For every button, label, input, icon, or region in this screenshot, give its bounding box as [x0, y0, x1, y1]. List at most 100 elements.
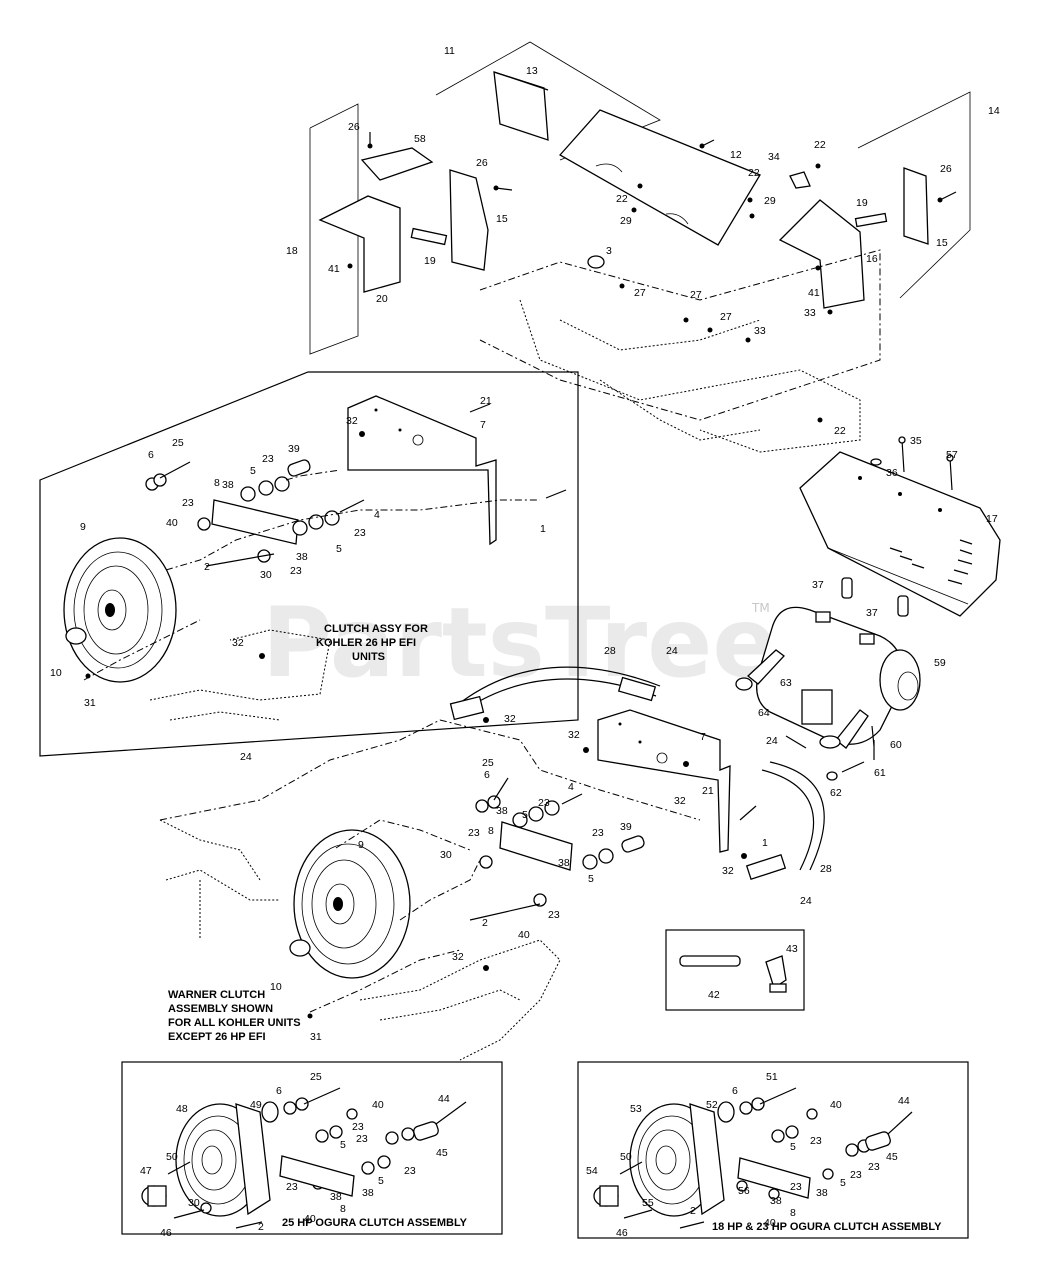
- callout-45: 45: [436, 1147, 448, 1159]
- callout-37: 37: [866, 607, 878, 619]
- callout-23: 23: [262, 453, 274, 465]
- part-17-heat-shield: [799, 451, 1001, 617]
- callout-24: 24: [800, 895, 812, 907]
- part-3-knob: [587, 255, 605, 269]
- callout-22: 22: [616, 193, 628, 205]
- callout-50: 50: [166, 1151, 178, 1163]
- part-42-hose: [679, 955, 741, 967]
- callout-23: 23: [182, 497, 194, 509]
- callout-30: 30: [260, 569, 272, 581]
- callout-61: 61: [874, 767, 886, 779]
- callout-19: 19: [424, 255, 436, 267]
- callout-6: 6: [732, 1085, 738, 1097]
- top-assembly: 11 13 26 12 22 34 14 58 26 22 29 22 29 1…: [286, 41, 1000, 453]
- part-17-vents: [889, 539, 973, 585]
- callout-32: 32: [722, 865, 734, 877]
- warner-caption-line-2: ASSEMBLY SHOWN: [168, 1003, 273, 1015]
- kit-box: [665, 929, 805, 1011]
- watermark-text: PartsTree: [262, 587, 777, 699]
- callout-23: 23: [868, 1161, 880, 1173]
- callout-1: 1: [540, 523, 546, 535]
- callout-38: 38: [330, 1191, 342, 1203]
- part-28-strap-top: [455, 666, 661, 707]
- callout-38: 38: [770, 1195, 782, 1207]
- part-43-elbow: [765, 955, 787, 990]
- callout-32: 32: [232, 637, 244, 649]
- callout-41: 41: [808, 287, 820, 299]
- part-8-arm: [499, 821, 573, 871]
- callout-53: 53: [630, 1103, 642, 1115]
- ogura18-caption: 18 HP & 23 HP OGURA CLUTCH ASSEMBLY: [712, 1221, 942, 1233]
- efi-box-outline: [39, 371, 579, 757]
- callout-46: 46: [160, 1227, 172, 1239]
- callout-40: 40: [304, 1213, 316, 1225]
- efi-caption-line-3: UNITS: [352, 651, 385, 663]
- part-7-plate: [597, 709, 731, 853]
- callout-22: 22: [814, 139, 826, 151]
- callout-40: 40: [166, 517, 178, 529]
- callout-45: 45: [886, 1151, 898, 1163]
- callout-46: 46: [616, 1227, 628, 1239]
- callout-23: 23: [592, 827, 604, 839]
- callout-59: 59: [934, 657, 946, 669]
- callout-16: 16: [866, 253, 878, 265]
- callout-41: 41: [328, 263, 340, 275]
- efi-callouts: 21 32 7 6 25 23 39 5 38 8 4 23 40 5 23 3…: [50, 395, 546, 709]
- callout-21: 21: [480, 395, 492, 407]
- ogura25-box-outline: [121, 1061, 503, 1235]
- callout-35: 35: [910, 435, 922, 447]
- main-assembly: 35 57 36 17 37 37 59 28 24 63 64 32 32 7…: [159, 435, 1001, 1061]
- callout-2: 2: [258, 1221, 264, 1233]
- callout-23: 23: [468, 827, 480, 839]
- efi-part-7-plate: [347, 395, 497, 546]
- callout-38: 38: [296, 551, 308, 563]
- callout-1: 1: [762, 837, 768, 849]
- callout-30: 30: [440, 849, 452, 861]
- callout-13: 13: [526, 65, 538, 77]
- callout-25: 25: [310, 1071, 322, 1083]
- callout-23: 23: [290, 565, 302, 577]
- callout-63: 63: [780, 677, 792, 689]
- callout-40: 40: [372, 1099, 384, 1111]
- callout-5: 5: [840, 1177, 846, 1189]
- part-15-right-plate: [903, 167, 929, 245]
- warner-caption-line-1: WARNER CLUTCH: [168, 989, 265, 1001]
- ogura18-callouts: 51 53 52 6 40 44 54 50 23 5 23 45 23 38 …: [586, 1071, 910, 1239]
- callout-15: 15: [496, 213, 508, 225]
- callout-9: 9: [358, 839, 364, 851]
- callout-25: 25: [482, 757, 494, 769]
- callout-51: 51: [766, 1071, 778, 1083]
- callout-27: 27: [690, 289, 702, 301]
- callout-5: 5: [378, 1175, 384, 1187]
- callout-8: 8: [340, 1203, 346, 1215]
- callout-8: 8: [214, 477, 220, 489]
- callout-39: 39: [620, 821, 632, 833]
- part-28-strap-right: [761, 769, 815, 871]
- callout-23: 23: [354, 527, 366, 539]
- callout-62: 62: [830, 787, 842, 799]
- top-callouts: 11 13 26 12 22 34 14 58 26 22 29 22 29 1…: [286, 45, 1000, 437]
- part-19-pin-left: [410, 227, 448, 246]
- callout-3: 3: [606, 245, 612, 257]
- part-9-pulley: [293, 829, 411, 979]
- callout-5: 5: [790, 1141, 796, 1153]
- screws-top: [347, 132, 957, 423]
- callout-29: 29: [764, 195, 776, 207]
- warner-caption-line-4: EXCEPT 26 HP EFI: [168, 1031, 266, 1043]
- callout-38: 38: [222, 479, 234, 491]
- callout-23: 23: [356, 1133, 368, 1145]
- callout-32: 32: [452, 951, 464, 963]
- callout-43: 43: [786, 943, 798, 955]
- callout-17: 17: [986, 513, 998, 525]
- callout-14: 14: [988, 105, 1000, 117]
- callout-26: 26: [940, 163, 952, 175]
- ogura-25hp-box: 25 48 49 6 40 44 47 50 23 5 23 45 23 38 …: [121, 1061, 503, 1239]
- callout-55: 55: [642, 1197, 654, 1209]
- callout-22: 22: [834, 425, 846, 437]
- part-20-bracket: [318, 195, 401, 293]
- callout-64: 64: [758, 707, 770, 719]
- part-15-left-plate: [449, 169, 489, 271]
- callout-31: 31: [310, 1031, 322, 1043]
- part-14-plane: [857, 91, 971, 299]
